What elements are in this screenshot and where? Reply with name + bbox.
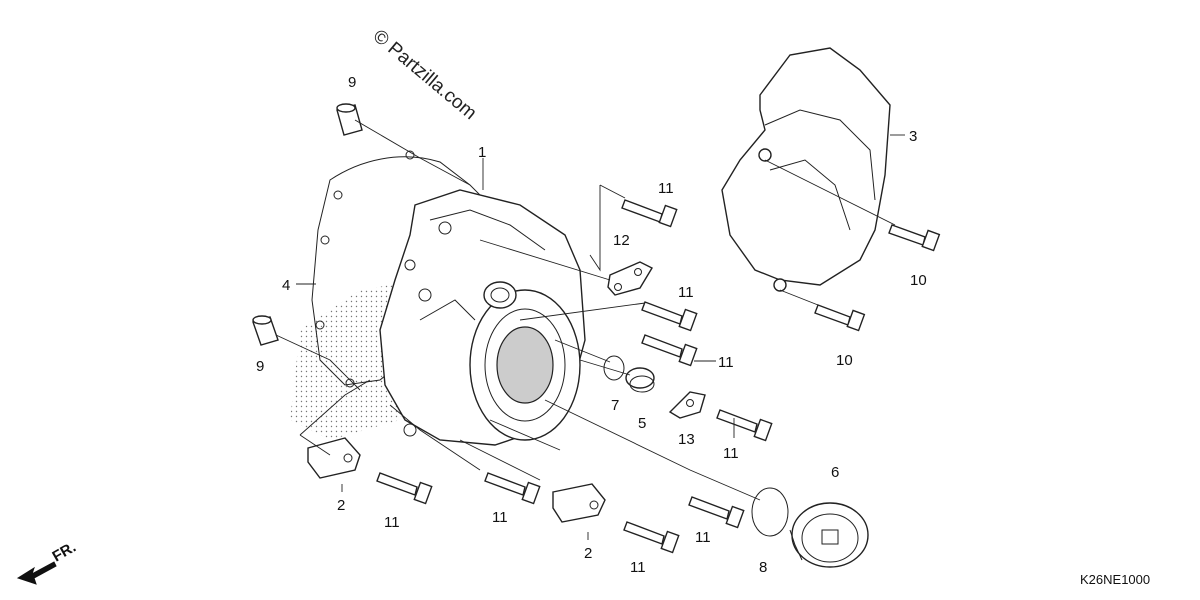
plate-12[interactable]: [607, 261, 653, 296]
callout-2-right: 2: [584, 545, 592, 562]
callout-4: 4: [282, 277, 290, 294]
callout-6: 6: [831, 464, 839, 481]
callout-11-c: 11: [718, 354, 734, 371]
front-arrow-icon: [16, 561, 57, 585]
assembly-lines: [275, 119, 896, 501]
callout-13: 13: [678, 431, 695, 448]
callout-11-a: 11: [658, 180, 674, 197]
bolt-10-b[interactable]: [814, 304, 866, 332]
bolt-11-d[interactable]: [716, 409, 773, 442]
clamp-2-left[interactable]: [307, 437, 361, 479]
bolt-11-e[interactable]: [376, 472, 433, 505]
callout-10-right: 10: [910, 272, 927, 289]
sprocket-cover-3[interactable]: [721, 47, 891, 292]
plug-5[interactable]: [625, 367, 655, 393]
front-indicator-label: FR.: [50, 539, 79, 566]
bolt-11-h[interactable]: [688, 496, 745, 529]
callout-9-top: 9: [348, 74, 356, 91]
o-ring-8[interactable]: [751, 487, 789, 537]
bolt-10-a[interactable]: [888, 224, 941, 252]
bolt-11-f[interactable]: [484, 472, 541, 505]
callout-12: 12: [613, 232, 630, 249]
callout-11-e: 11: [384, 514, 400, 531]
callout-10-lower: 10: [836, 352, 853, 369]
left-crankcase-cover-1[interactable]: [379, 189, 586, 446]
callout-1: 1: [478, 144, 486, 161]
callout-5: 5: [638, 415, 646, 432]
bolt-11-c[interactable]: [641, 334, 698, 367]
callout-11-f: 11: [492, 509, 508, 526]
bolt-11-g[interactable]: [623, 521, 680, 554]
callout-9-bottom: 9: [256, 358, 264, 375]
plate-13[interactable]: [668, 391, 706, 419]
dowel-pin-9-bottom[interactable]: [252, 315, 279, 346]
watermark-text: © Partzilla.com: [369, 26, 481, 124]
gasket-4[interactable]: [311, 156, 486, 386]
diagram-code: K26NE1000: [1080, 572, 1150, 587]
callout-2-left: 2: [337, 497, 345, 514]
callout-11-d: 11: [723, 445, 739, 462]
callout-8: 8: [759, 559, 767, 576]
o-ring-7[interactable]: [603, 355, 625, 381]
bolt-11-b[interactable]: [641, 301, 698, 332]
plug-6[interactable]: [789, 502, 869, 568]
dowel-pin-9-top[interactable]: [336, 103, 363, 136]
callout-ticks: [296, 134, 905, 540]
bolt-11-a[interactable]: [621, 199, 678, 228]
callout-7: 7: [611, 397, 619, 414]
callout-3: 3: [909, 128, 917, 145]
callout-11-b: 11: [678, 284, 694, 301]
callout-11-h: 11: [630, 559, 646, 576]
clamp-2-right[interactable]: [552, 483, 606, 523]
callout-11-g: 11: [695, 529, 711, 546]
